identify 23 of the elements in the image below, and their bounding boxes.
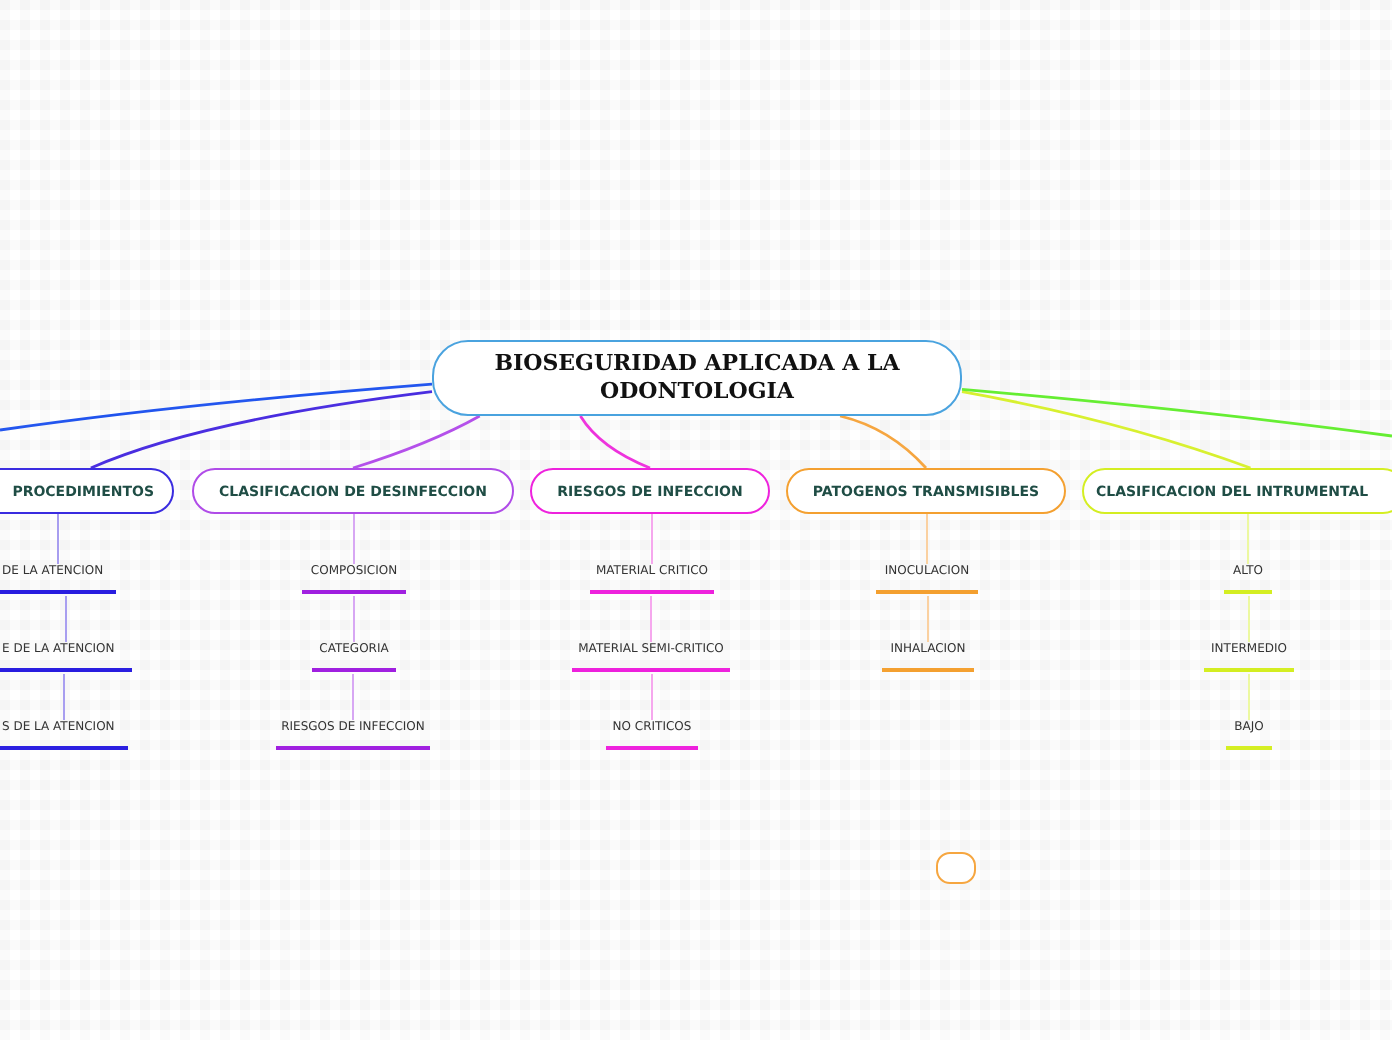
connector-line — [1247, 513, 1249, 565]
connector-line — [1248, 595, 1250, 643]
connector-line — [926, 513, 928, 565]
connector-line — [650, 595, 652, 643]
connector-line — [63, 673, 65, 721]
connector-line — [57, 513, 59, 565]
connector-line — [839, 414, 927, 469]
connector-line — [927, 595, 929, 643]
empty-topic-box — [936, 852, 976, 884]
connector-line — [353, 595, 355, 643]
connector-line — [961, 388, 1392, 438]
central-topic: BIOSEGURIDAD APLICADA A LA ODONTOLOGIA — [432, 340, 962, 416]
connector-line — [651, 513, 653, 565]
connector-line — [579, 415, 651, 470]
connector-line — [1248, 673, 1250, 721]
connector-line — [90, 390, 433, 470]
connector-line — [65, 595, 67, 643]
connector-line — [352, 673, 354, 721]
connector-line — [651, 673, 653, 721]
connector-line — [353, 513, 355, 565]
connector-line — [352, 414, 481, 470]
connector-line — [0, 382, 433, 432]
connector-line — [961, 390, 1251, 470]
